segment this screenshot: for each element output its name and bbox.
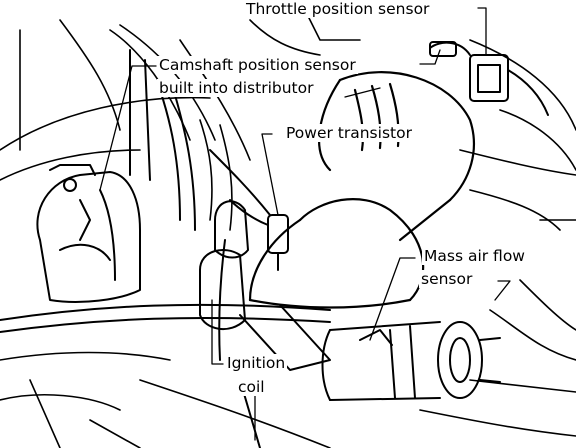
mass-air-flow-label-line1: Mass air flow: [422, 247, 527, 265]
mass-air-flow-label-line2: sensor: [419, 270, 475, 288]
ignition-coil-label-line1: Ignition: [225, 354, 288, 372]
camshaft-sensor-label-line2: built into distributor: [157, 79, 316, 97]
distributor-assembly: [36, 49, 196, 303]
camshaft-sensor-label-line1: Camshaft position sensor: [157, 56, 358, 74]
ignition-coil-label-line2: coil: [236, 378, 267, 396]
power-transistor-part: [209, 149, 289, 271]
power-transistor-label: Power transistor: [284, 124, 414, 142]
throttle-sensor-part: [429, 41, 549, 116]
strut-bar: [0, 303, 331, 371]
throttle-position-sensor-label: Throttle position sensor: [244, 0, 432, 18]
leader-lines: [99, 7, 511, 441]
maf-sensor-part: [321, 321, 501, 401]
